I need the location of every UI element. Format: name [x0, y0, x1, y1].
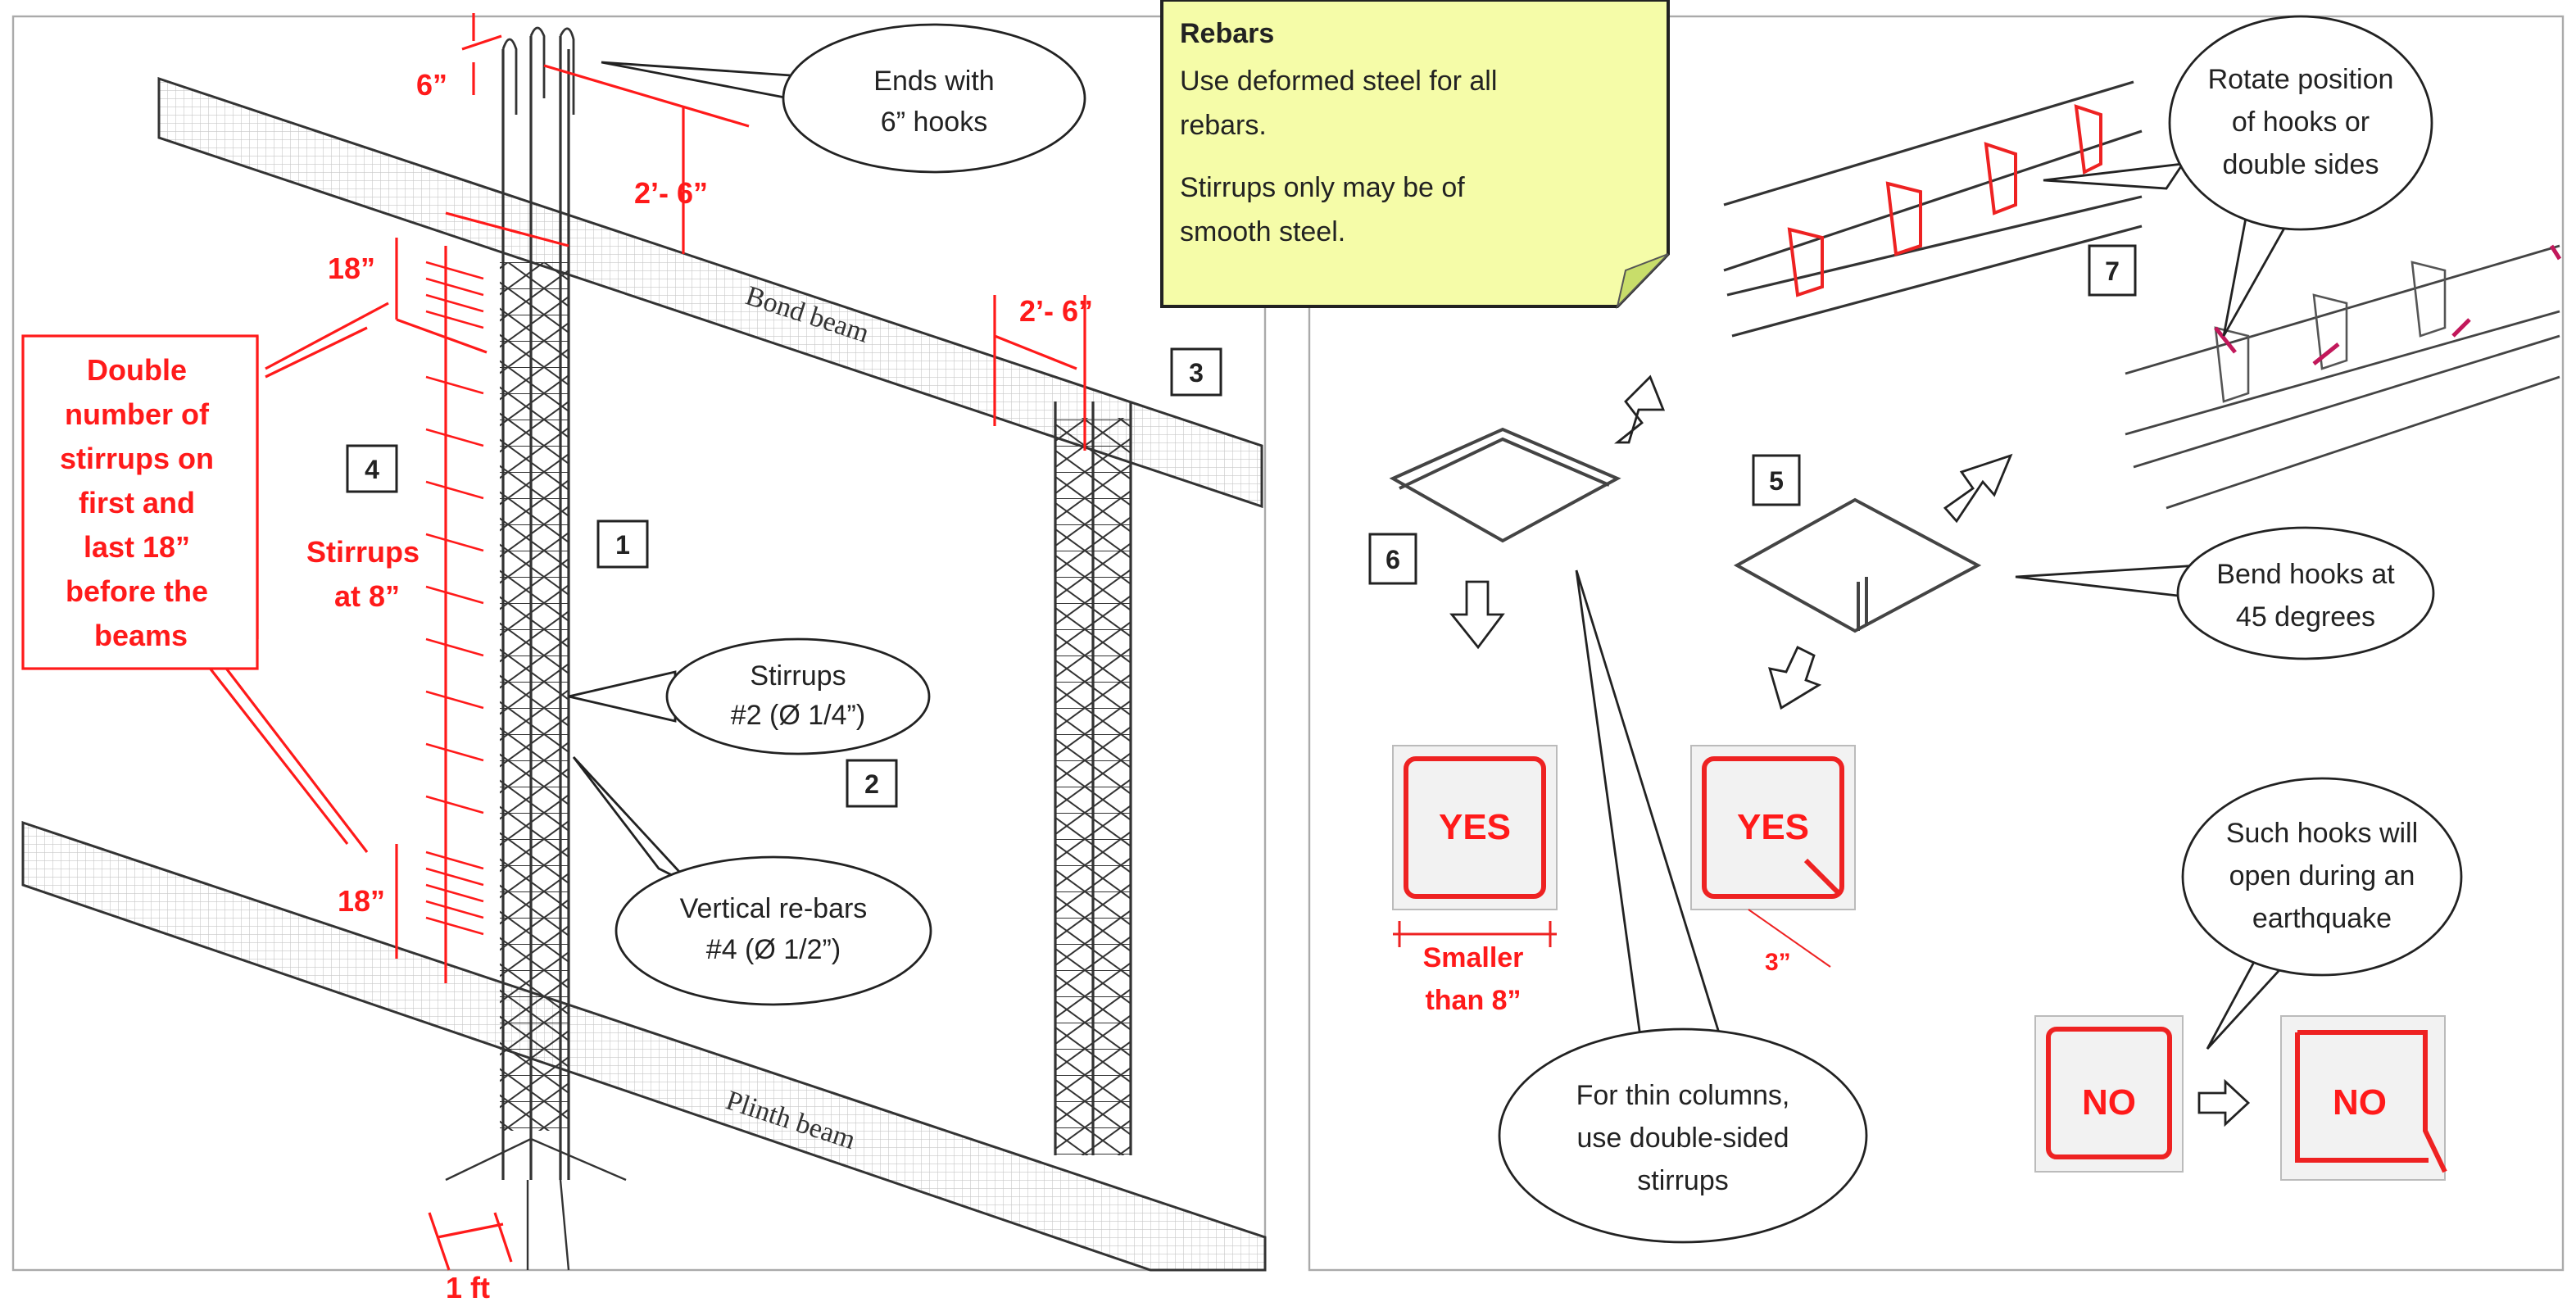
example-no-2: NO [2280, 1015, 2447, 1181]
column-1 [445, 26, 627, 1271]
stirrup-cage-2 [2125, 244, 2562, 510]
label-4: 4 [365, 455, 379, 484]
example-yes-45: YES 3” [1690, 745, 1856, 976]
callout-vertical-rebars: Vertical re-bars#4 (Ø 1/2”) [680, 893, 868, 965]
label-3: 3 [1189, 358, 1204, 388]
label-7: 7 [2105, 256, 2120, 286]
dim-top-extension: 2’- 6” [634, 176, 708, 210]
svg-text:NO: NO [2333, 1082, 2387, 1123]
svg-text:3”: 3” [1765, 949, 1791, 976]
svg-text:Double number of stirr: Double number of stirrups on first and l… [60, 353, 222, 652]
label-1: 1 [615, 530, 630, 560]
svg-text:YES: YES [1737, 807, 1809, 847]
svg-text:NO: NO [2082, 1082, 2136, 1123]
stirrup-double-sided [1389, 427, 1621, 543]
stirrup-cage-1 [1723, 80, 2143, 338]
dim-lap: 2’- 6” [1019, 294, 1093, 328]
stirrup-tick-marks [425, 261, 484, 936]
dim-bottom-18: 18” [338, 884, 385, 918]
flow-arrows [1449, 374, 2251, 1127]
stirrup-45-hook [1733, 497, 1982, 633]
dim-footing: 1 ft [446, 1271, 490, 1304]
svg-text:YES: YES [1439, 807, 1511, 847]
column-2 [1054, 401, 1132, 1155]
svg-text:Rebars: Rebars [1180, 18, 1274, 49]
example-no-1: NO [2034, 1015, 2184, 1173]
plinth-beam [21, 820, 1267, 1272]
double-stirrups-note-box [21, 334, 259, 670]
dim-hook: 6” [416, 68, 447, 102]
stirrups-spacing-label: Stirrups at 8” [306, 535, 428, 613]
bond-beam [157, 76, 1263, 509]
callout-stirrups: Stirrups#2 (Ø 1/4”) [731, 660, 865, 731]
label-6: 6 [1386, 545, 1400, 574]
dim-top-18: 18” [328, 252, 375, 285]
label-5: 5 [1769, 466, 1784, 496]
label-2: 2 [864, 769, 879, 799]
